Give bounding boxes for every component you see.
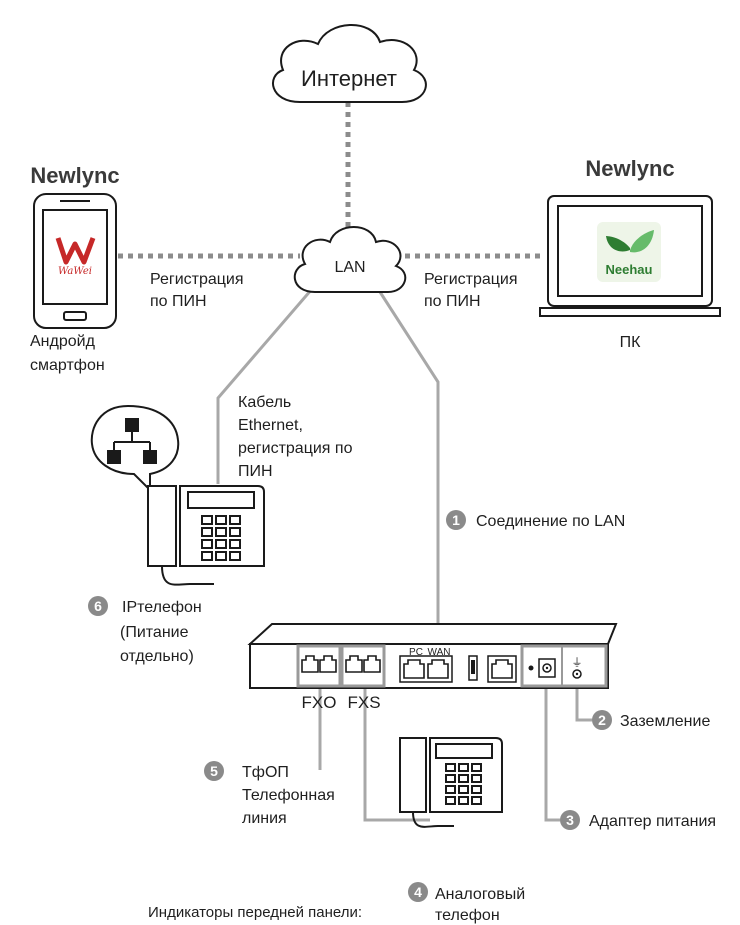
ethernet-label-line-1: Кабель — [238, 394, 291, 411]
front-panel-indicators-label: Индикаторы передней панели: — [148, 904, 362, 921]
ip-phone-caption: IPтелефон — [122, 599, 202, 616]
callout-6-number: 6 — [94, 598, 102, 614]
callout-3: 3 Адаптер питания — [560, 810, 716, 830]
ethernet-label-line-4: ПИН — [238, 463, 273, 480]
smartphone-caption-line-2: смартфон — [30, 357, 105, 374]
fxs-label: FXS — [347, 693, 380, 712]
phone-registration-line-1: Регистрация — [150, 271, 244, 288]
callout-6: 6 IPтелефон (Питание отдельно) — [88, 596, 202, 665]
ground-terminal — [572, 669, 582, 679]
pstn-label-line-1: ТфОП — [242, 764, 289, 781]
pc-caption: ПК — [620, 334, 642, 351]
power-adapter-cable — [544, 672, 560, 822]
callout-1-text: Соединение по LAN — [476, 513, 625, 530]
phone-registration-line-2: по ПИН — [150, 293, 207, 310]
fxo-port-frame — [296, 644, 342, 688]
callout-1-number: 1 — [452, 512, 460, 528]
callout-2-text: Заземление — [620, 713, 710, 730]
callout-5-number: 5 — [210, 763, 218, 779]
ground-symbol: ⏚ — [572, 656, 583, 669]
analog-phone-caption-line-1: Аналоговый — [435, 886, 525, 903]
ground-cable — [575, 682, 592, 722]
wawei-app-logo: WaWei — [55, 237, 96, 277]
voip-gateway: PC WAN ⏚ — [247, 623, 618, 689]
analog-phone-icon — [399, 737, 503, 828]
smartphone-caption-line-1: Андройд — [30, 333, 96, 350]
fxo-label: FXO — [302, 693, 337, 712]
fxs-port-frame — [340, 644, 386, 688]
lan-label: LAN — [334, 259, 365, 276]
power-ground-frame — [520, 644, 608, 688]
callout-3-number: 3 — [566, 812, 574, 828]
lan-cloud: LAN — [293, 226, 407, 293]
callout-4: 4 Аналоговый телефон — [408, 882, 525, 924]
wawei-logo-text: WaWei — [58, 266, 92, 277]
gateway-lan-cable — [378, 291, 440, 648]
ip-phone-note-line-1: (Питание — [120, 624, 189, 641]
callout-1: 1 Соединение по LAN — [446, 510, 625, 530]
pstn-label-line-3: линия — [242, 810, 287, 827]
wan-port-label: WAN — [428, 647, 451, 658]
neehau-logo-text: Neehau — [606, 262, 653, 277]
analog-phone-caption-line-2: телефон — [435, 907, 500, 924]
pstn-label-line-2: Телефонная — [242, 787, 335, 804]
ethernet-label-line-2: Ethernet, — [238, 417, 303, 434]
ethernet-label-line-3: регистрация по — [238, 440, 353, 457]
neehau-app-logo: Neehau — [597, 222, 661, 282]
pc-registration-line-2: по ПИН — [424, 293, 481, 310]
internet-label: Интернет — [301, 66, 397, 91]
pc-port-label: PC — [409, 647, 423, 658]
ip-phone-note-line-2: отдельно) — [120, 648, 194, 665]
callout-4-number: 4 — [414, 884, 422, 900]
smartphone-icon — [33, 193, 117, 329]
pc-registration-line-1: Регистрация — [424, 271, 518, 288]
ip-phone-ethernet-cable — [216, 281, 320, 484]
power-led — [528, 665, 534, 671]
callout-3-text: Адаптер питания — [589, 813, 716, 830]
callout-2-number: 2 — [598, 712, 606, 728]
callout-2: 2 Заземление — [592, 710, 710, 730]
fxs-phone-cable — [363, 688, 430, 822]
pc-app-header: Newlync — [585, 156, 674, 181]
network-speech-bubble-icon — [90, 404, 180, 493]
callout-5: 5 ТфОП Телефонная линия — [204, 761, 335, 827]
ip-phone-icon — [147, 485, 265, 586]
internet-cloud: Интернет — [272, 24, 427, 103]
smartphone-app-header: Newlync — [30, 163, 119, 188]
